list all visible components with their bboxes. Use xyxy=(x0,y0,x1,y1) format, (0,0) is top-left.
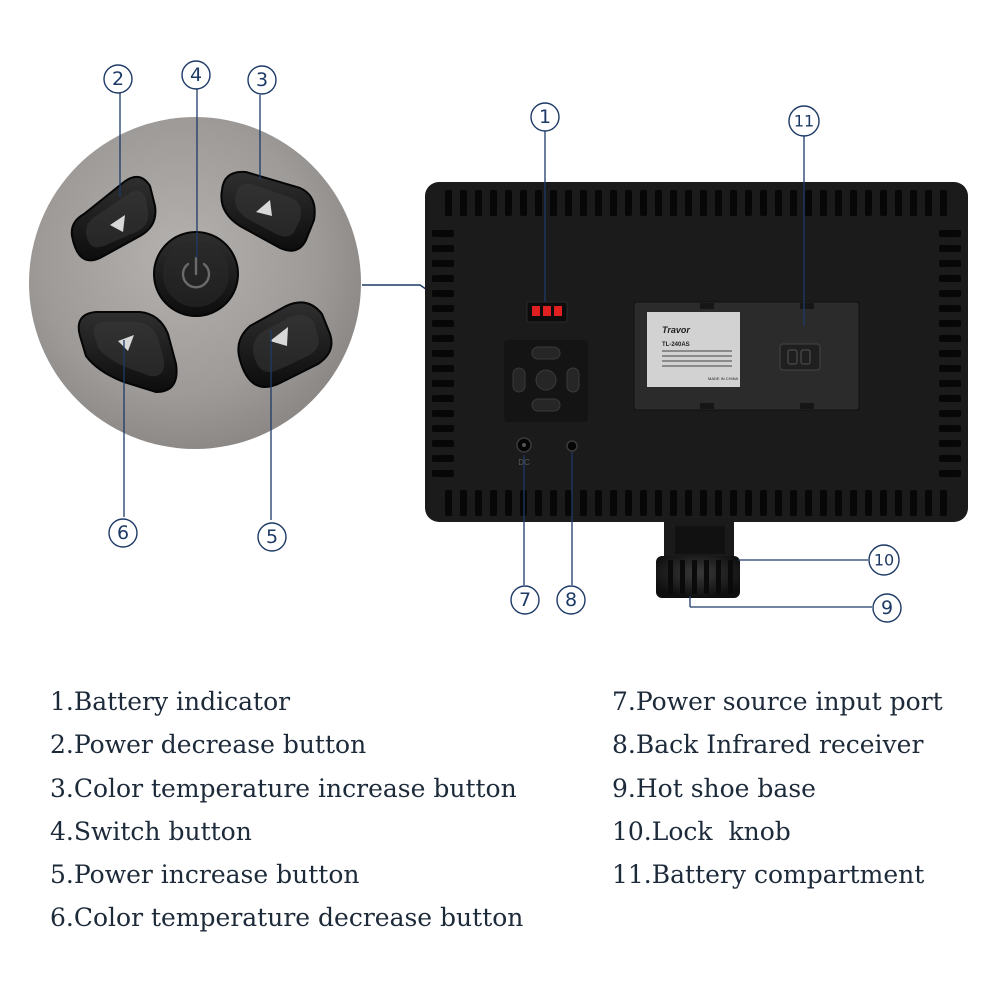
svg-text:2: 2 xyxy=(112,68,124,90)
color-temperature-decrease-button xyxy=(77,311,178,394)
hot-shoe-base xyxy=(664,518,734,564)
led-panel-back: DC Travor TL-240AS MADE IN CHINA xyxy=(425,182,968,522)
svg-text:6: 6 xyxy=(117,522,129,544)
power-icon xyxy=(181,256,211,289)
vent-slots-left xyxy=(432,230,454,477)
battery-compartment: Travor TL-240AS MADE IN CHINA xyxy=(633,301,860,411)
arrow-left-icon xyxy=(110,215,125,232)
legend-item-power-decrease: 2.Power decrease button xyxy=(50,730,367,760)
svg-text:11: 11 xyxy=(794,112,814,131)
infrared-receiver xyxy=(566,440,578,452)
svg-text:4: 4 xyxy=(190,64,202,86)
svg-text:9: 9 xyxy=(881,597,893,619)
callout-5: 5 xyxy=(257,522,287,552)
legend-item-power-increase: 5.Power increase button xyxy=(50,860,360,890)
color-temperature-increase-button xyxy=(220,170,316,252)
legend-item-color-temp-decrease: 6.Color temperature decrease button xyxy=(50,903,524,933)
legend-item-infrared-receiver: 8.Back Infrared receiver xyxy=(612,730,924,760)
callout-2: 2 xyxy=(103,64,133,94)
svg-text:10: 10 xyxy=(874,551,894,570)
brand-label: Travor xyxy=(662,325,690,335)
legend-item-battery-indicator: 1.Battery indicator xyxy=(50,687,291,716)
legend-item-lock-knob: 10.Lock knob xyxy=(612,816,791,846)
svg-text:1: 1 xyxy=(539,106,551,128)
power-increase-button xyxy=(237,301,333,388)
switch-button xyxy=(153,231,239,317)
leader-lines xyxy=(119,89,872,608)
control-pad xyxy=(504,340,588,422)
callout-9: 9 xyxy=(872,593,902,623)
legend-item-power-input-port: 7.Power source input port xyxy=(612,687,943,716)
vent-slots-bottom xyxy=(445,490,947,516)
callout-11: 11 xyxy=(788,105,820,137)
battery-label-plate xyxy=(647,312,740,387)
callout-6: 6 xyxy=(108,518,138,548)
svg-text:7: 7 xyxy=(519,589,531,611)
callout-8: 8 xyxy=(556,585,586,615)
callout-1: 1 xyxy=(530,102,560,132)
vent-slots-right xyxy=(939,230,961,477)
legend-right-column: 7.Power source input port 8.Back Infrare… xyxy=(612,680,943,896)
vent-slots-top xyxy=(445,190,947,216)
svg-text:3: 3 xyxy=(256,69,268,91)
battery-indicator xyxy=(526,301,568,323)
origin-label: MADE IN CHINA xyxy=(708,376,739,381)
callout-7: 7 xyxy=(510,585,540,615)
arrow-right-icon xyxy=(256,200,272,216)
lock-knob xyxy=(656,556,740,598)
zoom-circle xyxy=(29,117,361,449)
legend-item-switch: 4.Switch button xyxy=(50,816,252,846)
svg-text:8: 8 xyxy=(565,589,577,611)
arrow-right-icon xyxy=(270,327,288,346)
callout-10: 10 xyxy=(868,544,900,576)
legend-item-hot-shoe-base: 9.Hot shoe base xyxy=(612,773,816,803)
svg-text:5: 5 xyxy=(266,526,278,548)
model-label: TL-240AS xyxy=(662,342,690,348)
callout-4: 4 xyxy=(181,60,211,90)
legend-left-column: 1.Battery indicator 2.Power decrease but… xyxy=(50,680,523,940)
arrow-left-icon xyxy=(118,335,134,351)
legend-item-battery-compartment: 11.Battery compartment xyxy=(612,860,925,890)
legend-item-color-temp-increase: 3.Color temperature increase button xyxy=(50,773,517,803)
callout-3: 3 xyxy=(247,65,277,95)
power-decrease-button xyxy=(70,175,157,262)
